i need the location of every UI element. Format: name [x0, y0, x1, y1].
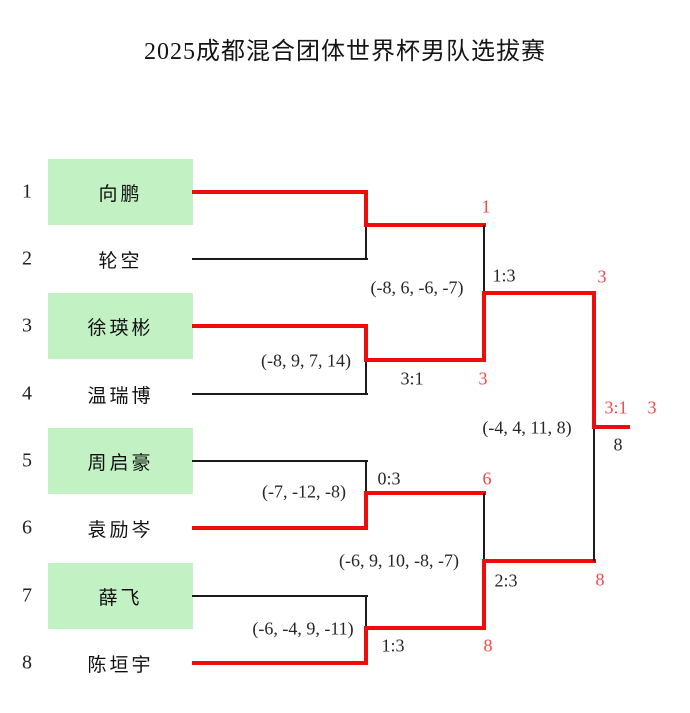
seed-number-3: 3	[22, 314, 32, 337]
match2-score: 3:1	[400, 368, 424, 389]
semifinal1-loser-connector	[483, 225, 485, 295]
line-player6	[192, 526, 368, 530]
final-runner-up-seed: 8	[613, 434, 623, 455]
player-box-yuanlicen: 袁励岑	[87, 519, 154, 541]
match2-loser-connector	[365, 360, 367, 395]
semifinal1-winner-connector	[482, 291, 486, 362]
semifinal1-winner-seed: 3	[597, 266, 607, 287]
player-box-zhouqihao: 周启豪	[48, 428, 193, 494]
match4-winner-seed: 8	[483, 635, 493, 656]
match3-game-scores: (-7, -12, -8)	[262, 481, 346, 502]
player-box-xiangpeng: 向鹏	[48, 159, 193, 225]
match3-winner-connector	[364, 491, 368, 530]
match3-exit-line	[364, 491, 486, 495]
match3-score: 0:3	[377, 468, 401, 489]
semifinal1-exit-line	[482, 291, 596, 295]
champion-seed: 3	[647, 397, 657, 418]
match2-exit-line	[364, 358, 486, 362]
line-player4	[192, 393, 368, 395]
semifinal2-exit-line	[482, 559, 596, 563]
match4-exit-line	[364, 626, 486, 630]
semifinal1-score: 1:3	[492, 265, 516, 286]
line-player5	[192, 460, 368, 462]
final-loser-connector	[593, 427, 595, 561]
line-player2	[192, 258, 368, 260]
player-box-chenyuanyu: 陈垣宇	[87, 654, 154, 676]
line-player3	[192, 324, 368, 328]
match1-winner-connector	[364, 190, 368, 227]
final-score: 3:1	[604, 397, 628, 418]
seed-number-4: 4	[22, 382, 32, 405]
match2-winner-seed: 3	[478, 368, 488, 389]
match1-loser-connector	[365, 225, 367, 260]
semifinal2-loser-connector	[483, 493, 485, 563]
match3-winner-seed: 6	[482, 468, 492, 489]
line-player7	[192, 595, 368, 597]
semifinal2-score: 2:3	[494, 570, 518, 591]
match3-loser-connector	[365, 460, 367, 495]
match4-score: 1:3	[381, 635, 405, 656]
seed-number-2: 2	[22, 247, 32, 270]
player-box-bye: 轮空	[98, 250, 143, 272]
semifinal2-winner-seed: 8	[595, 569, 605, 590]
match2-winner-connector	[364, 324, 368, 362]
seed-number-5: 5	[22, 449, 32, 472]
match1-exit-line	[364, 223, 486, 227]
champion-exit-line	[592, 425, 630, 429]
match1-winner-seed: 1	[481, 196, 491, 217]
semifinal2-game-scores: (-6, 9, 10, -8, -7)	[339, 550, 459, 571]
line-player1	[192, 190, 368, 194]
final-game-scores: (-4, 4, 11, 8)	[482, 417, 572, 438]
match4-winner-connector	[364, 626, 368, 665]
player-box-xuyingbin: 徐瑛彬	[48, 293, 193, 359]
seed-number-7: 7	[22, 584, 32, 607]
semifinal2-winner-connector	[482, 559, 486, 630]
seed-number-1: 1	[22, 180, 32, 203]
match4-loser-connector	[365, 595, 367, 630]
player-box-xuefei: 薛飞	[48, 563, 193, 629]
page-title: 2025成都混合团体世界杯男队选拔赛	[144, 39, 546, 65]
seed-number-6: 6	[22, 516, 32, 539]
line-player8	[192, 661, 368, 665]
match4-game-scores: (-6, -4, 9, -11)	[252, 618, 354, 639]
match2-game-scores: (-8, 9, 7, 14)	[261, 350, 351, 371]
seed-number-8: 8	[22, 651, 32, 674]
player-box-wenruibo: 温瑞博	[87, 385, 154, 407]
semifinal1-game-scores: (-8, 6, -6, -7)	[370, 277, 464, 298]
final-winner-connector	[592, 291, 596, 429]
